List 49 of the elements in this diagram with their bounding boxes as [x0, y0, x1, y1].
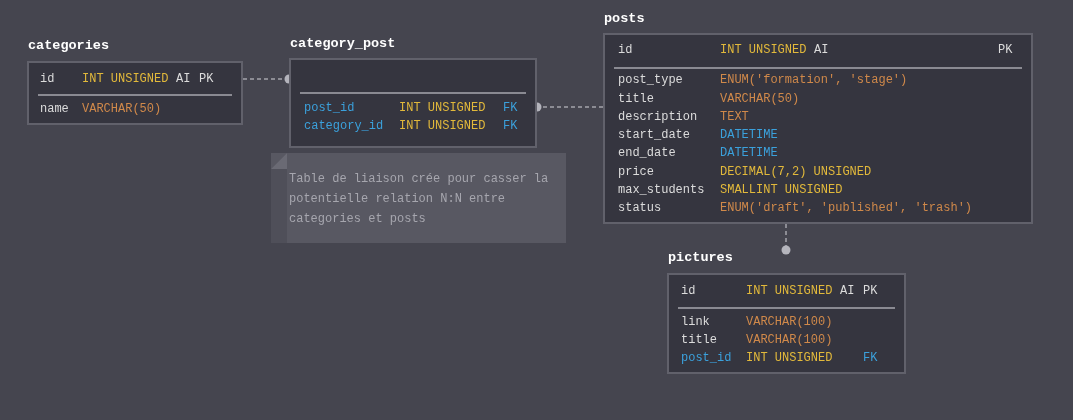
column-text: ENUM('draft', 'published', 'trash'): [720, 200, 973, 216]
column-text: name: [40, 101, 69, 117]
column-text: post_id: [304, 100, 355, 116]
column-text: VARCHAR(100): [746, 332, 833, 348]
table-name: pictures: [668, 250, 733, 265]
column-text: price: [618, 163, 654, 180]
column-text: INT UNSIGNED: [399, 118, 486, 134]
column-text: SMALLINT UNSIGNED: [720, 182, 843, 198]
column-text: title: [681, 332, 717, 348]
column-text: INT UNSIGNED: [720, 42, 807, 58]
column-text: category_id: [304, 118, 384, 134]
column-text: VARCHAR(50): [82, 101, 162, 117]
column-text: start_date: [618, 127, 690, 143]
column-text: DATETIME: [720, 127, 778, 143]
column-text: INT UNSIGNED: [82, 71, 169, 87]
column-text: VARCHAR(50): [720, 90, 800, 107]
column-text: ENUM('formation', 'stage'): [720, 72, 908, 88]
column-text: FK: [503, 100, 518, 116]
note-text: Table de liaison crée pour casser la potentielle relation N:N entre categories et posts: [289, 171, 550, 228]
relation-line: [781, 223, 791, 255]
column-text: title: [618, 90, 654, 107]
column-text: id: [618, 42, 633, 58]
table-name: category_post: [290, 36, 396, 51]
column-text: DATETIME: [720, 145, 778, 161]
column-text: id: [681, 283, 696, 299]
column-text: INT UNSIGNED: [746, 350, 833, 366]
column-text: AI: [176, 71, 191, 87]
column-text: FK: [503, 118, 518, 134]
column-text: post_id: [681, 350, 732, 366]
column-text: link: [681, 314, 710, 330]
column-text: PK: [199, 71, 214, 87]
column-text: AI: [814, 42, 829, 58]
column-text: DECIMAL(7,2) UNSIGNED: [720, 163, 872, 180]
column-text: INT UNSIGNED: [399, 100, 486, 116]
column-text: FK: [863, 350, 878, 366]
column-text: AI: [840, 283, 855, 299]
table-name: posts: [604, 11, 645, 26]
column-text: post_type: [618, 72, 683, 88]
column-text: TEXT: [720, 109, 749, 125]
column-text: PK: [998, 42, 1013, 58]
column-text: status: [618, 200, 662, 216]
column-text: max_students: [618, 182, 705, 198]
column-text: INT UNSIGNED: [746, 283, 833, 299]
column-text: id: [40, 71, 55, 87]
column-text: end_date: [618, 145, 676, 161]
column-text: description: [618, 109, 698, 125]
table-name: categories: [28, 38, 109, 53]
column-text: PK: [863, 283, 878, 299]
column-text: VARCHAR(100): [746, 314, 833, 330]
